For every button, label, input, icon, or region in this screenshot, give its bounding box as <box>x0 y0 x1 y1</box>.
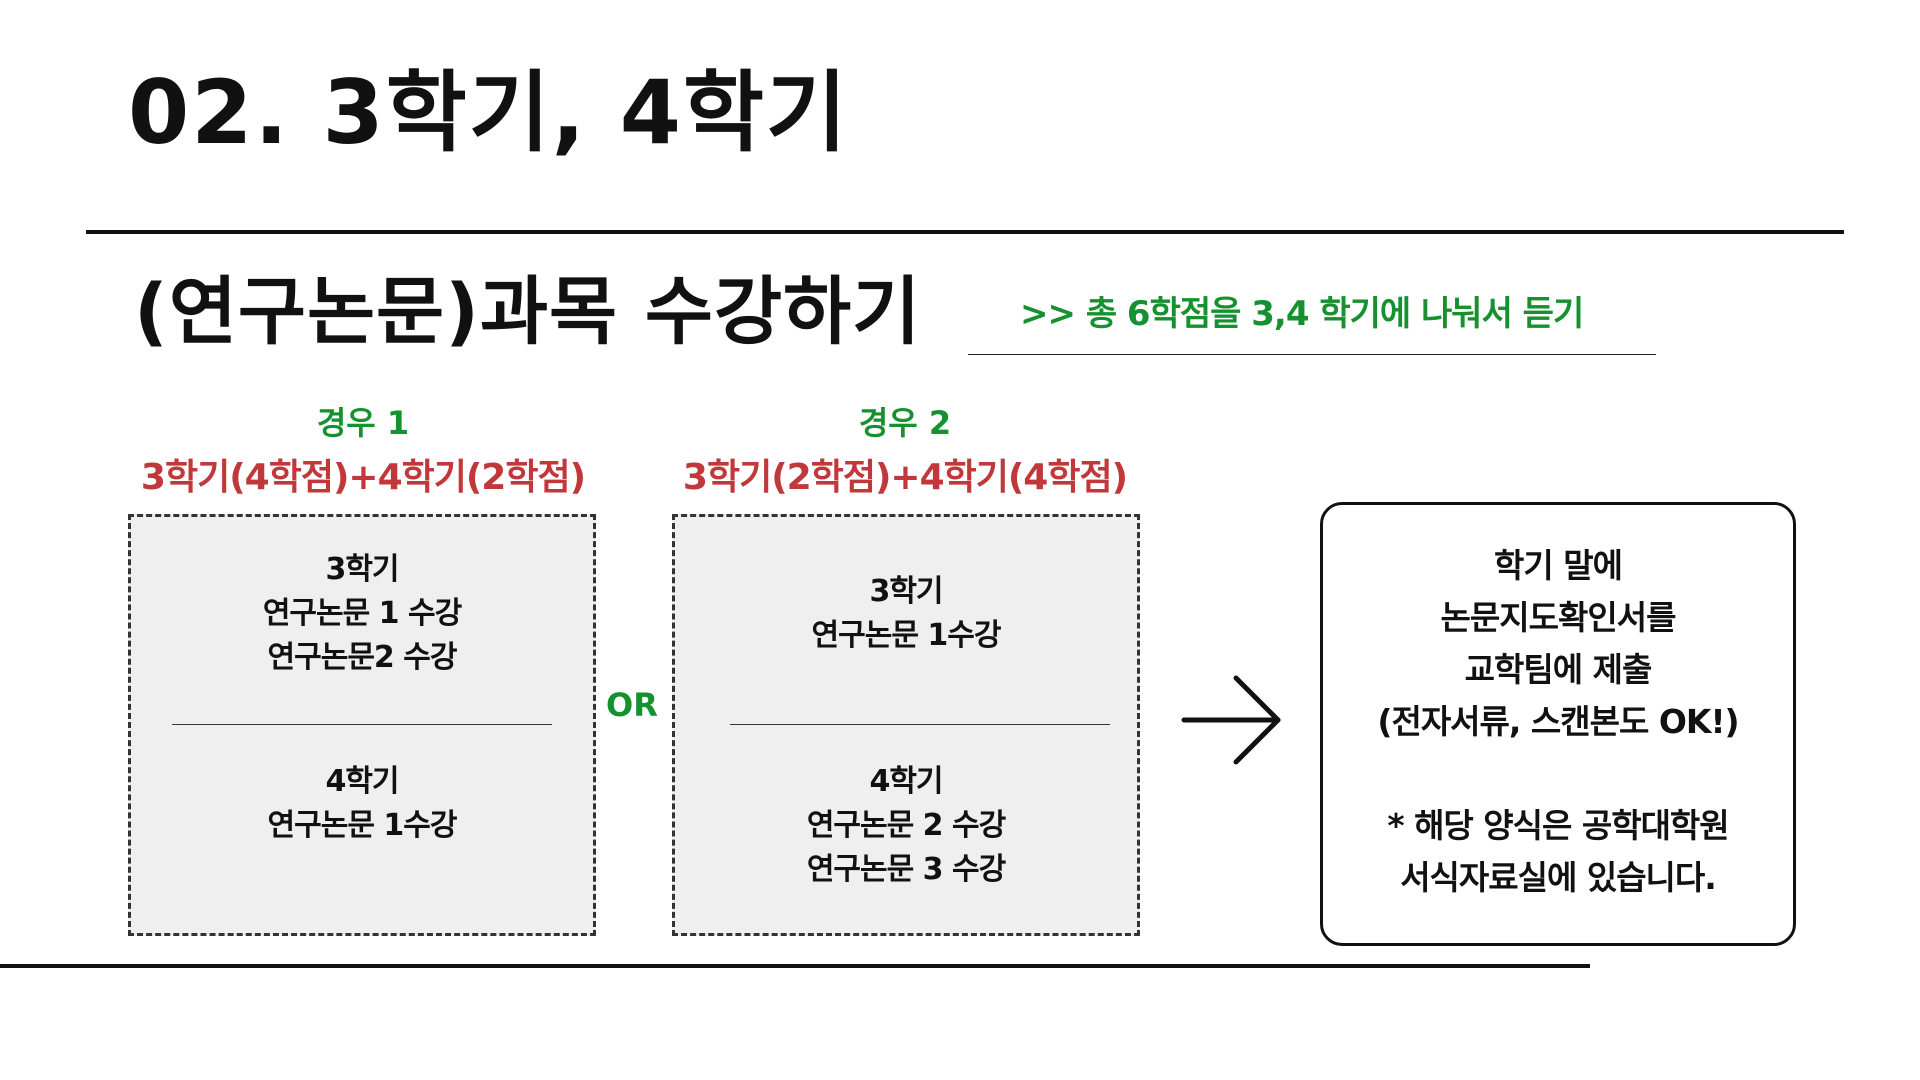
case1-label: 경우 1 <box>316 404 410 442</box>
case1-top-line: 연구논문2 수강 <box>267 640 458 675</box>
section-title: (연구논문)과목 수강하기 <box>134 269 922 355</box>
case1-divider <box>172 724 552 725</box>
case2-top-line: 3학기 <box>869 574 943 609</box>
info-line: 학기 말에 <box>1494 546 1623 585</box>
case1-top-line: 연구논문 1 수강 <box>262 596 462 631</box>
top-divider <box>86 230 1844 234</box>
submission-info-box <box>1320 502 1796 946</box>
case2-bottom-line: 연구논문 2 수강 <box>806 808 1006 843</box>
or-label: OR <box>606 686 658 724</box>
submission-info-text: 학기 말에 논문지도확인서를 교학팀에 제출 (전자서류, 스캔본도 OK!) <box>1320 540 1796 748</box>
note-line: * 해당 양식은 공학대학원 <box>1387 806 1729 845</box>
case2-bottom-line: 연구논문 3 수강 <box>806 852 1006 887</box>
case1-bottom-line: 4학기 <box>325 764 399 799</box>
info-line: (전자서류, 스캔본도 OK!) <box>1377 702 1739 741</box>
case2-bottom-text: 4학기 연구논문 2 수강 연구논문 3 수강 <box>672 760 1140 892</box>
info-line: 논문지도확인서를 <box>1440 598 1677 637</box>
case2-divider <box>730 724 1110 725</box>
note-line: 서식자료실에 있습니다. <box>1400 858 1717 897</box>
form-location-note: * 해당 양식은 공학대학원 서식자료실에 있습니다. <box>1320 800 1796 904</box>
arrow-right-icon <box>1181 675 1281 765</box>
case1-bottom-line: 연구논문 1수강 <box>267 808 458 843</box>
section-note-underline <box>968 354 1656 355</box>
case1-description: 3학기(4학점)+4학기(2학점) <box>140 457 586 498</box>
bottom-divider <box>0 964 1590 968</box>
case2-top-line: 연구논문 1수강 <box>811 618 1002 653</box>
case2-box <box>672 514 1140 936</box>
case1-top-text: 3학기 연구논문 1 수강 연구논문2 수강 <box>128 548 596 680</box>
case2-bottom-line: 4학기 <box>869 764 943 799</box>
info-line: 교학팀에 제출 <box>1464 650 1653 689</box>
page-title: 02. 3학기, 4학기 <box>128 61 849 164</box>
case2-description: 3학기(2학점)+4학기(4학점) <box>682 457 1128 498</box>
section-note: >> 총 6학점을 3,4 학기에 나눠서 듣기 <box>1020 294 1584 334</box>
case2-top-text: 3학기 연구논문 1수강 <box>672 570 1140 658</box>
case1-bottom-text: 4학기 연구논문 1수강 <box>128 760 596 848</box>
case1-top-line: 3학기 <box>325 552 399 587</box>
case2-label: 경우 2 <box>858 404 952 442</box>
case1-box <box>128 514 596 936</box>
